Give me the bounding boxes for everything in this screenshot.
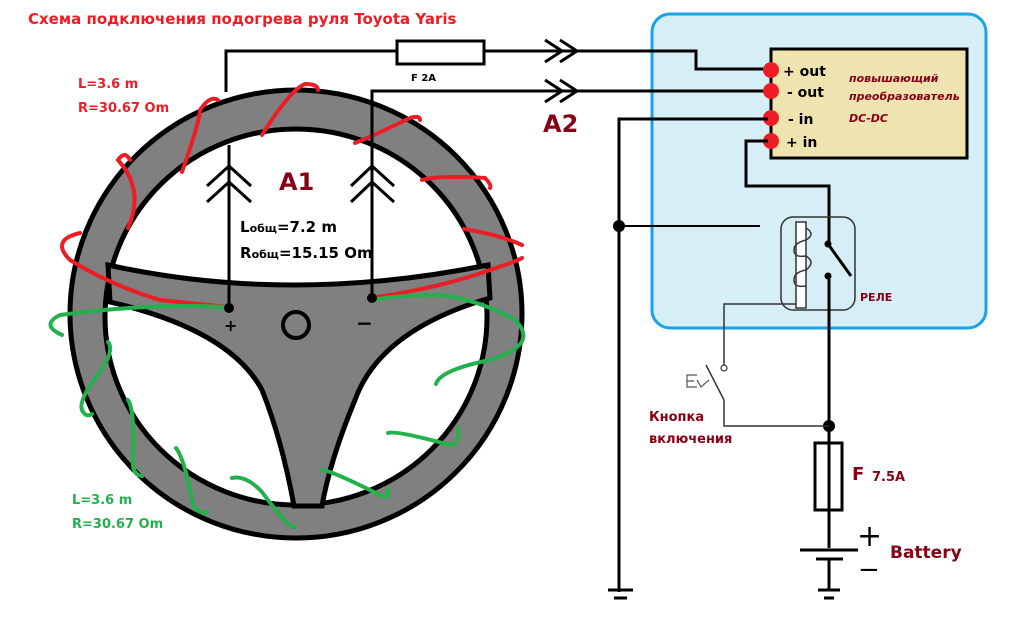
minus-terminal [367, 293, 377, 303]
plus-terminal [224, 303, 234, 313]
heater-bottom-length: L=3.6 m [72, 493, 132, 508]
minus-label: − [356, 311, 373, 335]
converter-label-3: DC-DC [849, 112, 888, 125]
connector-a1-icon [205, 163, 396, 204]
heater-top-length: L=3.6 m [78, 77, 138, 92]
connector-a1-label: A1 [279, 168, 314, 196]
converter-label-2: преобразователь [849, 90, 960, 103]
heater-wire-top [60, 81, 524, 309]
dc-dc-converter [769, 47, 969, 160]
total-resistance: Rобщ=15.15 Om [240, 244, 373, 262]
connector-a2-label: A2 [543, 110, 578, 138]
fuse-2a [395, 39, 486, 66]
pin-minus-out: - out [787, 85, 824, 101]
button-label-2: включения [649, 432, 732, 447]
horn-circle-icon [281, 310, 311, 340]
pin-plus-in: + in [786, 135, 817, 151]
heater-wire-bottom [48, 292, 526, 530]
fuse-main-letter: F [852, 464, 864, 485]
battery-icon [800, 548, 858, 600]
battery-minus: − [858, 555, 880, 585]
pin-plus-out: + out [783, 64, 826, 80]
heater-top-resistance: R=30.67 Om [78, 101, 169, 116]
steering-wheel-spokes [105, 261, 493, 509]
power-button-switch[interactable] [686, 364, 829, 427]
total-length: Lобщ=7.2 m [240, 218, 337, 236]
pin-minus-in: - in [788, 112, 813, 128]
battery-label: Battery [890, 543, 962, 563]
fuse-main-value: 7.5A [872, 470, 905, 485]
heater-bottom-resistance: R=30.67 Om [72, 517, 163, 532]
relay-label: РЕЛЕ [860, 291, 892, 304]
converter-label-1: повышающий [849, 72, 939, 85]
connector-a2-icon [544, 38, 580, 104]
button-label-1: Кнопка [649, 410, 704, 425]
fuse-2a-label: F 2A [411, 73, 436, 84]
battery-plus: + [857, 519, 882, 554]
steering-wheel-rim [67, 87, 525, 541]
diagram-title: Схема подключения подогрева руля Toyota … [28, 10, 457, 28]
plus-label: + [224, 316, 237, 335]
